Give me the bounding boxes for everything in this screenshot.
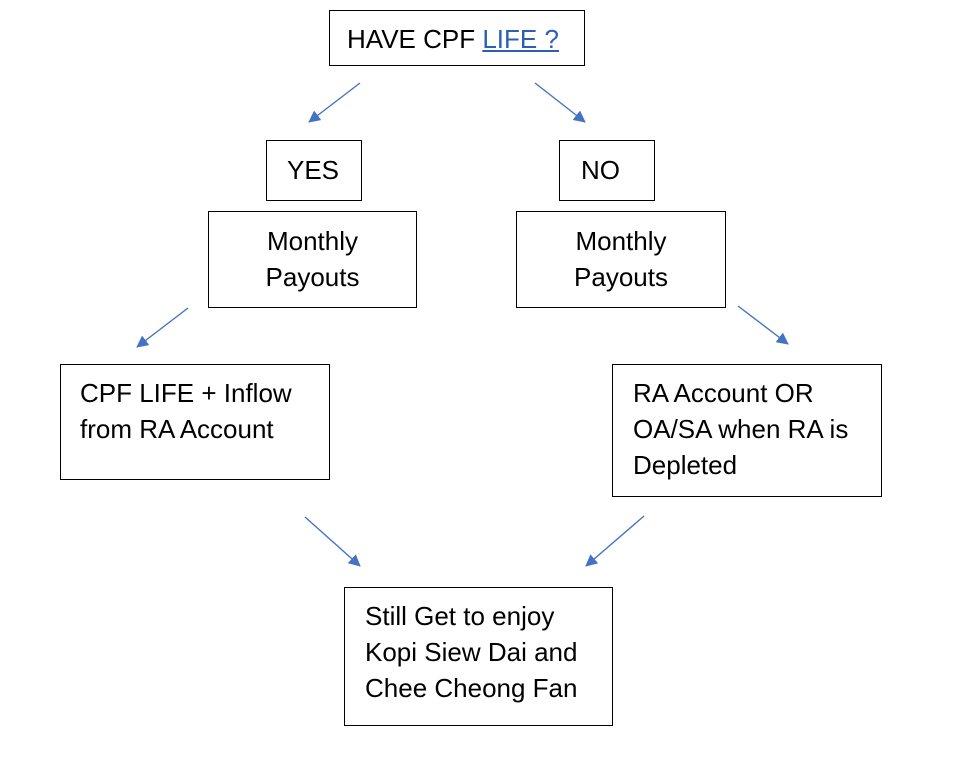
yes-box: YES	[266, 140, 362, 201]
right-source-box: RA Account OR OA/SA when RA is Depleted	[612, 364, 882, 497]
question-prefix: HAVE CPF	[347, 24, 483, 54]
left-payout-line: Payouts	[265, 262, 360, 292]
outcome-line: Still Get to enjoy	[365, 601, 555, 631]
no-label: NO	[581, 155, 620, 185]
arrow-question-to-no	[534, 82, 586, 123]
arrow-left-source-to-outcome	[304, 516, 361, 567]
right-source-line: Depleted	[633, 450, 738, 480]
left-source-line: from RA Account	[80, 414, 274, 444]
question-box: HAVE CPF LIFE ?	[329, 10, 585, 66]
no-box: NO	[559, 140, 655, 201]
left-payout-box: Monthly Payouts	[208, 211, 417, 308]
right-payout-line: Payouts	[574, 262, 668, 292]
yes-label: YES	[287, 155, 340, 185]
right-source-line: OA/SA when RA is	[633, 414, 849, 444]
question-underlined: LIFE ?	[482, 24, 559, 54]
right-payout-box: Monthly Payouts	[516, 211, 726, 308]
right-payout-line: Monthly	[575, 226, 667, 256]
left-source-box: CPF LIFE + Inflow from RA Account	[60, 364, 330, 480]
arrow-right-payout-to-source	[737, 305, 789, 345]
arrow-question-to-yes	[308, 82, 361, 123]
left-payout-line: Monthly	[266, 226, 359, 256]
arrow-right-source-to-outcome	[585, 515, 645, 567]
outcome-box: Still Get to enjoy Kopi Siew Dai and Che…	[344, 587, 613, 726]
right-source-line: RA Account OR	[633, 378, 814, 408]
outcome-line: Kopi Siew Dai and	[365, 637, 578, 667]
left-source-line: CPF LIFE + Inflow	[80, 378, 292, 408]
question-text: HAVE CPF LIFE ?	[347, 21, 584, 57]
outcome-line: Chee Cheong Fan	[365, 673, 578, 703]
arrow-left-payout-to-source	[136, 307, 189, 348]
